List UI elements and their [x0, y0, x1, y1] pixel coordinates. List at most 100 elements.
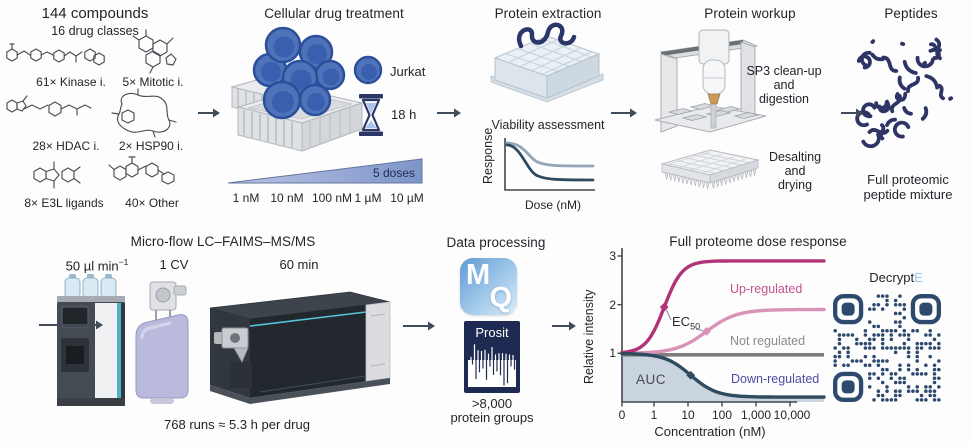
mitotic-structure-icon [132, 29, 177, 74]
x-tick: 1,000 [740, 408, 772, 422]
doses-badge: 5 doses [372, 166, 416, 180]
x-tick: 10,000 [773, 408, 811, 422]
dose-response-xlabel: Concentration (nM) [654, 424, 766, 439]
incubation-label: 18 h [391, 107, 417, 122]
liquid-handler-illustration [654, 29, 767, 133]
flow-arrow-icon [403, 321, 435, 331]
sp3-step-line: digestion [758, 92, 810, 106]
filter-tips [664, 168, 757, 189]
y-tick: 2 [609, 298, 616, 312]
up-regulated-label: Up-regulated [730, 282, 803, 296]
peptides-caption-line: peptide mixture [863, 187, 953, 202]
dose-response-plot [617, 248, 826, 407]
compound-class-label: 8× E3L ligands [24, 196, 104, 210]
solvent-bottles [64, 274, 117, 299]
flow-arrow-icon [198, 108, 220, 118]
jurkat-cell-icon [353, 55, 383, 85]
deep-well-plate-illustration [490, 22, 604, 103]
flow-arrow-icon [437, 108, 461, 118]
processing-title: Data processing [446, 235, 546, 250]
compounds-subtitle: 16 drug classes [51, 24, 139, 38]
peptide-mixture-icon [855, 37, 954, 149]
viability-title: Viability assessment [491, 118, 605, 132]
faims-device-illustration [135, 281, 189, 404]
y-tick: 3 [609, 249, 616, 263]
dose-label: 100 nM [311, 191, 353, 205]
dose-response-title: Full proteome dose response [669, 234, 847, 249]
protein-groups-line: >8,000 [471, 396, 513, 411]
viability-curve-low [505, 143, 595, 182]
protein-groups-line: protein groups [450, 410, 534, 425]
maxquant-logo: M Q [460, 258, 517, 315]
sp3-step-line: SP3 clean-up [746, 64, 822, 78]
runtime-label: 768 runs ≈ 5.3 h per drug [164, 417, 310, 432]
viability-plot [504, 138, 595, 191]
cv-label: 1 CV [159, 257, 189, 272]
desalt-step-line: drying [777, 178, 813, 192]
dose-response-chart: Full proteome dose response Relative int… [582, 234, 847, 446]
dose-label: 10 µM [390, 191, 424, 205]
compound-class-label: 5× Mitotic i. [122, 75, 184, 89]
ec50-marker [659, 302, 669, 312]
viability-xlabel: Dose (nM) [524, 198, 582, 212]
workup-title: Protein workup [704, 6, 796, 21]
hsp90-structure-icon [111, 88, 177, 138]
compound-class-label: 40× Other [125, 196, 179, 210]
compound-class-label: 28× HDAC i. [32, 139, 100, 153]
deck-plates [667, 103, 760, 121]
prosit-spectrum-icon [468, 344, 516, 387]
sp3-step-line: and [773, 78, 795, 92]
cell-cluster-icon [252, 26, 346, 120]
dose-label: 1 nM [232, 191, 260, 205]
x-tick: 100 [711, 408, 733, 422]
peptides-caption-line: Full proteomic [867, 172, 949, 187]
jurkat-label: Jurkat [390, 64, 426, 79]
dose-label: 10 nM [270, 191, 304, 205]
qr-code [833, 294, 941, 402]
flow-arrow-icon [611, 108, 637, 118]
filter-plate-illustration [660, 149, 760, 189]
lc-pump-illustration [57, 274, 125, 406]
e3l-structure-icon [33, 161, 81, 189]
kinase-structure-icon [6, 43, 105, 66]
prosit-logo: Prosit [464, 321, 520, 393]
x-tick: 0 [618, 408, 626, 422]
ec50-marker [702, 327, 711, 336]
flow-arrow-icon [841, 108, 863, 118]
x-tick: 10 [681, 408, 695, 422]
auc-label: AUC [636, 372, 667, 387]
dose-gradient-triangle [227, 158, 423, 184]
gradient-label: 60 min [279, 257, 319, 272]
x-tick: 1 [650, 408, 658, 422]
flow-rate-label: 50 µl min−1 [65, 257, 129, 274]
compounds-title: 144 compounds [41, 5, 149, 22]
compound-class-label: 2× HSP90 i. [118, 139, 184, 153]
maxquant-q: Q [489, 282, 512, 314]
treatment-title: Cellular drug treatment [264, 6, 404, 21]
desalt-step-line: and [784, 164, 806, 178]
other-structure-icon [108, 156, 175, 185]
extraction-title: Protein extraction [494, 6, 602, 21]
not-regulated-label: Not regulated [730, 334, 806, 348]
maxquant-m: M [466, 259, 491, 291]
desalt-step-line: Desalting [768, 150, 822, 164]
peptides-title: Peptides [884, 6, 938, 21]
hdac-structure-icon [6, 95, 92, 117]
down-regulated-label: Down-regulated [731, 372, 820, 386]
decrypte-label: DecryptE [869, 270, 923, 285]
y-tick: 1 [609, 346, 616, 360]
prosit-label: Prosit [475, 325, 509, 340]
compound-class-label: 61× Kinase i. [36, 75, 106, 89]
mass-spectrometer-illustration [209, 291, 391, 404]
ec50-marker [686, 370, 696, 380]
viability-curve-high [505, 141, 595, 168]
flow-arrow-icon [552, 321, 576, 331]
viability-chart: Viability assessment Response Dose (nM) [481, 118, 617, 218]
hourglass-icon [359, 94, 383, 136]
cell-plate-illustration [230, 26, 364, 152]
protein-squiggle-icon [516, 22, 577, 49]
lcms-title: Micro-flow LC–FAIMS–MS/MS [130, 234, 316, 249]
dose-label: 1 µM [354, 191, 382, 205]
ec50-label: EC50 [672, 314, 701, 332]
